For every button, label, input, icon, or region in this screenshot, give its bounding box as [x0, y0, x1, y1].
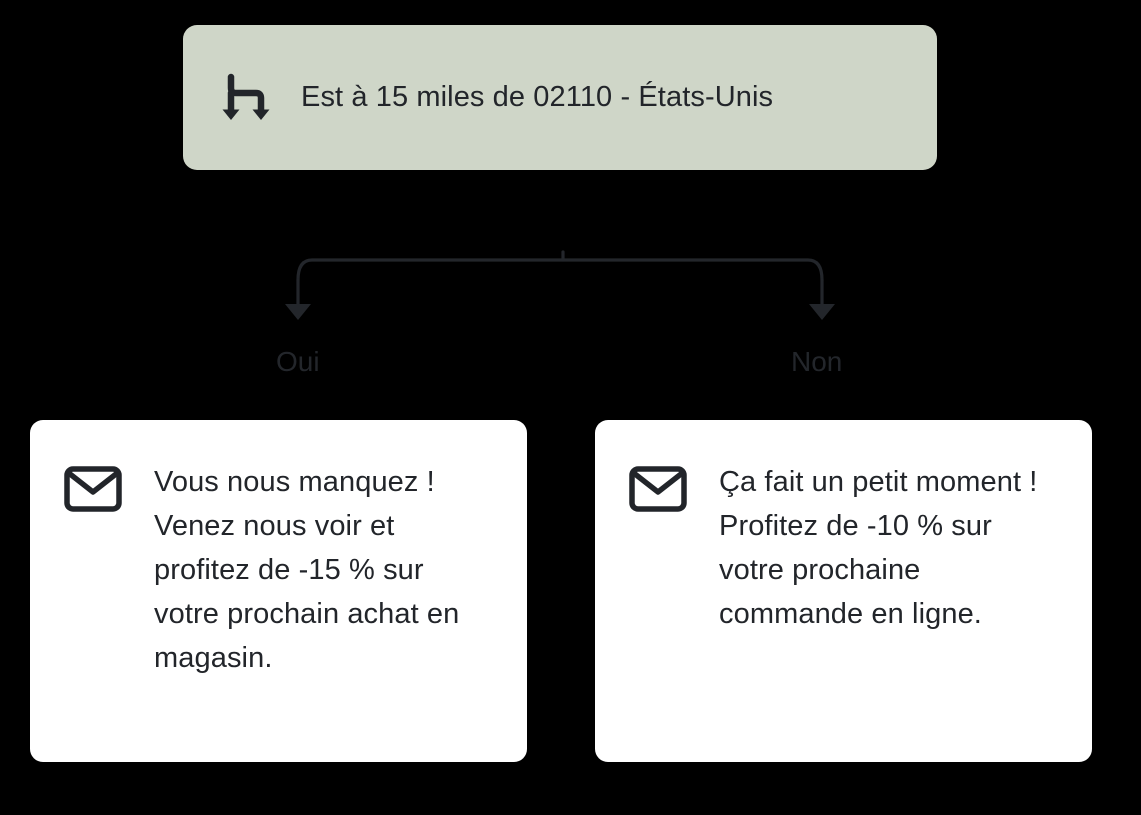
- message-card-yes[interactable]: Vous nous manquez ! Venez nous voir et p…: [30, 420, 527, 762]
- message-card-text: Ça fait un petit moment ! Profitez de -1…: [719, 466, 1038, 630]
- envelope-icon: [62, 466, 124, 518]
- split-branch-icon: [217, 67, 279, 129]
- message-card-no[interactable]: Ça fait un petit moment ! Profitez de -1…: [595, 420, 1092, 762]
- branch-connector: [285, 250, 835, 320]
- message-card-text: Vous nous manquez ! Venez nous voir et p…: [154, 466, 460, 674]
- arrow-head-no: [809, 304, 835, 320]
- arrow-head-yes: [285, 304, 311, 320]
- branch-label-yes: Oui: [276, 346, 320, 377]
- branch-label-no: Non: [791, 346, 843, 377]
- condition-node[interactable]: Est à 15 miles de 02110 - États-Unis: [183, 25, 937, 170]
- condition-label: Est à 15 miles de 02110 - États-Unis: [301, 81, 774, 114]
- envelope-icon: [627, 466, 689, 518]
